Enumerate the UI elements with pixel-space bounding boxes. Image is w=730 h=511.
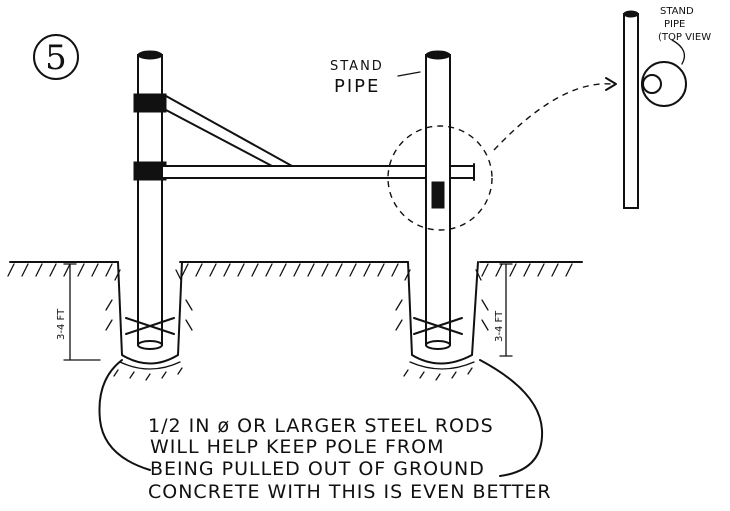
ground-surface [7,261,583,281]
left-depth-dimension: 3-4 FT [56,263,101,361]
stand-pipe-label-line1: STAND [330,59,384,74]
caption-right-leader [479,359,544,477]
detail-leader [493,83,613,151]
step-number-badge: 5 [33,34,79,80]
caption: 1/2 IN ø OR LARGER STEEL RODS WILL HELP … [148,415,552,503]
diagonal-brace [165,95,293,167]
caption-line-2: WILL HELP KEEP POLE FROM [150,436,444,458]
left-steel-rods [125,317,175,335]
top-view-label-line2: PIPE [664,19,685,30]
right-post-hole [395,261,489,381]
stand-pipe [413,50,463,350]
right-steel-rods [413,317,463,335]
detail-circle [387,125,493,231]
right-depth-label: 3-4 FT [494,310,505,342]
left-depth-label: 3-4 FT [56,308,67,340]
left-post-hole [105,261,193,381]
pin-slot [431,181,445,209]
top-view-label-line1: STAND [660,6,694,17]
top-view-label-line3: (TOP VIEW [658,32,711,43]
upper-clamp [133,93,167,113]
horizontal-arm [161,95,475,181]
stand-pipe-label-line2: PIPE [334,76,380,97]
caption-line-4: CONCRETE WITH THIS IS EVEN BETTER [148,481,552,503]
top-view-inset: STAND PIPE (TOP VIEW [623,6,711,209]
caption-left-leader [98,359,151,471]
right-depth-dimension: 3-4 FT [494,263,513,357]
left-pole [125,50,175,350]
caption-line-3: BEING PULLED OUT OF GROUND [150,458,485,480]
caption-line-1: 1/2 IN ø OR LARGER STEEL RODS [148,415,494,437]
step-number: 5 [45,38,67,78]
stand-pipe-label: STAND PIPE [330,59,421,97]
